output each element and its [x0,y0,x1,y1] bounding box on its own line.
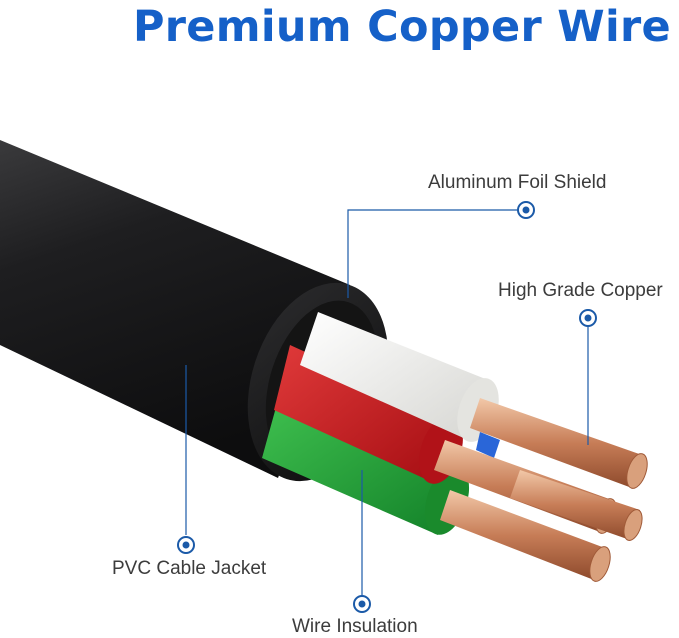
label-pvc-jacket: PVC Cable Jacket [112,558,267,579]
red-wire [274,345,450,482]
callout-dots [177,201,597,613]
label-foil-shield: Aluminum Foil Shield [428,172,607,193]
copper-strands [434,398,648,582]
callout-lines [185,209,589,596]
page-title: Premium Copper Wire [0,2,679,52]
white-wire [300,312,488,440]
label-wire-insulation: Wire Insulation [292,616,418,637]
label-high-grade-copper: High Grade Copper [498,280,663,301]
blue-wire [476,432,500,458]
page-title-text: Premium Copper Wire [132,2,671,52]
green-wire [262,400,460,535]
